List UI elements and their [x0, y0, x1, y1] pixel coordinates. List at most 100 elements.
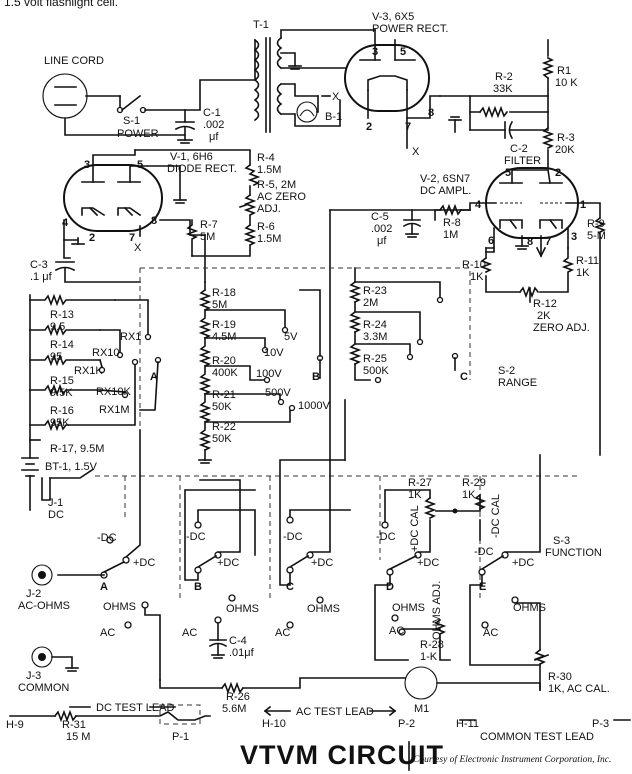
fn-e-ohms: OHMS	[513, 602, 546, 614]
c5-value: .002	[371, 223, 392, 235]
fn-d-ac: AC	[389, 625, 404, 637]
c1-unit: μf	[209, 131, 219, 143]
r1-label: R1	[557, 65, 571, 77]
r27-value: 1K	[408, 489, 422, 501]
v2-pin-1: 1	[580, 199, 586, 211]
r14-value: 95	[50, 351, 62, 363]
j2-label: J-2	[26, 588, 41, 600]
range-5v: 5V	[284, 331, 298, 343]
r12-function: ZERO ADJ.	[533, 322, 590, 334]
fn-c-pos-dc: +DC	[311, 557, 333, 569]
p1-label: P-1	[172, 731, 189, 743]
r7-value: 5M	[200, 231, 215, 243]
r21-value: 50K	[212, 401, 232, 413]
switch-section-c-label: C	[460, 371, 468, 383]
fn-c-neg-dc: -DC	[283, 531, 303, 543]
ohms-multiplier-ladder	[29, 293, 162, 441]
r19-label: R-19	[212, 319, 236, 331]
c2-filter-label: FILTER	[504, 155, 541, 167]
v1-resistor-network	[134, 149, 261, 283]
filter-network	[439, 39, 555, 171]
r23-value: 2M	[363, 297, 378, 309]
range-rx1m: RX1M	[99, 404, 130, 416]
r16-label: R-16	[50, 405, 74, 417]
v1-label: V-1, 6H6	[170, 151, 213, 163]
r7-label: R-7	[200, 219, 218, 231]
fn-d-neg-dc: -DC	[376, 531, 396, 543]
c3-value: .1 μf	[30, 271, 53, 283]
range-rx1: RX1	[120, 331, 141, 343]
r9-value: 5-M	[587, 230, 606, 242]
dc-test-lead-label: DC TEST LEAD	[96, 702, 175, 714]
r31-value: 15 M	[66, 731, 90, 743]
volts-multiplier-ladder-b	[198, 281, 324, 464]
range-1000v: 1000V	[298, 400, 330, 412]
r12-value: 2K	[537, 310, 551, 322]
r15-value: 9.5K	[50, 387, 73, 399]
r29-value: 1K	[462, 489, 476, 501]
r20-label: R-20	[212, 355, 236, 367]
c1-value: .002	[203, 119, 224, 131]
c4-label: C-4	[229, 635, 247, 647]
r27-label: R-27	[408, 477, 432, 489]
v2-function: DC AMPL.	[420, 185, 471, 197]
dc-cal-pos-label: +DC CAL	[409, 505, 421, 552]
function-section-a	[57, 429, 161, 681]
fn-e-neg-dc: -DC	[474, 546, 494, 558]
v2-pin-6: 6	[488, 235, 494, 247]
fn-e-letter: E	[479, 581, 486, 593]
v1-pin-8: 8	[151, 215, 157, 227]
b1-pilot-lamp	[296, 95, 331, 123]
r14-label: R-14	[50, 339, 74, 351]
r5-label: R-5, 2M	[257, 179, 296, 191]
c5-label: C-5	[371, 211, 389, 223]
r3-value: 20K	[555, 144, 575, 156]
v2-pin-8: 8	[527, 236, 533, 248]
r30-value: 1K, AC CAL.	[548, 683, 610, 695]
r8-label: R-8	[443, 217, 461, 229]
x-ref-3: X	[134, 242, 142, 254]
r22-value: 50K	[212, 433, 232, 445]
r9-label: R-9	[587, 218, 605, 230]
fn-b-neg-dc: -DC	[186, 531, 206, 543]
function-section-e	[469, 454, 550, 691]
v1-pin-5: 5	[137, 159, 143, 171]
t1-transformer	[253, 29, 396, 133]
b1-label: B-1	[325, 111, 342, 123]
c5-unit: μf	[377, 235, 387, 247]
r23-label: R-23	[363, 285, 387, 297]
r3-label: R-3	[557, 132, 575, 144]
v1-pin-3: 3	[84, 159, 90, 171]
r28-label: R-28	[420, 639, 444, 651]
fn-b-pos-dc: +DC	[217, 557, 239, 569]
r1-value: 10 K	[555, 77, 578, 89]
bt1-battery	[21, 439, 94, 511]
fn-c-ohms: OHMS	[307, 603, 340, 615]
fn-b-ac: AC	[182, 627, 197, 639]
fn-b-ohms: OHMS	[226, 603, 259, 615]
c3-label: C-3	[30, 259, 48, 271]
t1-label: T-1	[253, 19, 269, 31]
range-rx10k: RX10K	[96, 386, 132, 398]
r31-label: R-31	[62, 719, 86, 731]
p2-label: P-2	[398, 718, 415, 730]
j2-function: AC-OHMS	[18, 600, 70, 612]
line-cord-label: LINE CORD	[44, 55, 104, 67]
v3-pin-3: 3	[372, 46, 378, 58]
r5-function: AC ZERO	[257, 191, 306, 203]
r15-label: R-15	[50, 375, 74, 387]
fn-d-letter: D	[386, 581, 394, 593]
r26-label: R-26	[226, 691, 250, 703]
credit-line: Courtesy of Electronic Instrument Corpor…	[413, 754, 611, 765]
fn-d-pos-dc: +DC	[417, 557, 439, 569]
range-100v: 100V	[256, 368, 282, 380]
r12-label: R-12	[533, 298, 557, 310]
h10-label: H-10	[262, 718, 286, 730]
r10-value: 1K	[470, 271, 484, 283]
r6-value: 1.5M	[257, 233, 281, 245]
v3-pin-2: 2	[366, 121, 372, 133]
v1-pin-4: 4	[62, 217, 69, 229]
v2-pin-5: 5	[505, 167, 511, 179]
r25-label: R-25	[363, 353, 387, 365]
x-ref-2: X	[412, 146, 420, 158]
